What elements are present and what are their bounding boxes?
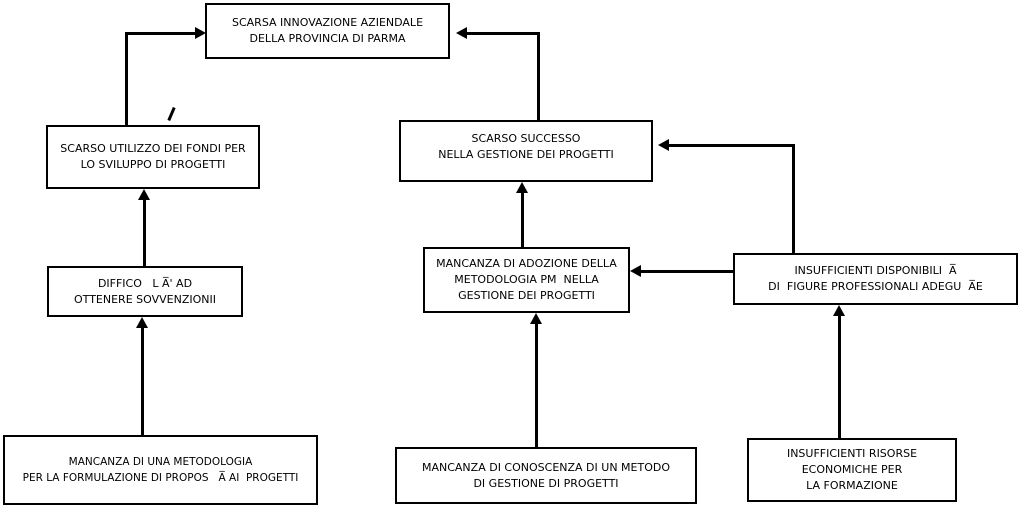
arrow-conoscenza-to-adozione-segment — [535, 320, 538, 447]
node-mancanza-conoscenza-metodo: MANCANZA DI CONOSCENZA DI UN METODO DI G… — [395, 447, 697, 504]
node-mancanza-metodologia-proposte: MANCANZA DI UNA METODOLOGIA PER LA FORMU… — [3, 435, 318, 505]
arrow-utilizzo-to-innovazione-segment — [125, 32, 196, 35]
arrow-difficolta-to-utilizzo-segment — [143, 196, 146, 266]
node-line: NELLA GESTIONE DEI PROGETTI — [438, 148, 614, 161]
arrow-proposte-to-difficolta-segment — [141, 324, 144, 435]
arrow-adozione-to-successo-head — [516, 182, 528, 193]
node-line: METODOLOGIA PM NELLA — [454, 273, 599, 286]
node-mancanza-adozione-pm: MANCANZA DI ADOZIONE DELLA METODOLOGIA P… — [423, 247, 630, 313]
arrow-successo-to-innovazione-segment — [467, 32, 540, 35]
arrow-disponibilita-to-successo-segment — [792, 144, 795, 253]
arrow-disponibilita-to-adozione-head — [630, 265, 641, 277]
arrow-utilizzo-to-innovazione-segment — [125, 32, 128, 125]
arrow-successo-to-innovazione-head — [456, 27, 467, 39]
node-line: SCARSO UTILIZZO DEI FONDI PER — [60, 142, 246, 155]
node-line: DELLA PROVINCIA DI PARMA — [249, 32, 406, 45]
node-line: OTTENERE SOVVENZIONII — [74, 292, 216, 306]
node-line: DIFFICO L A̅' AD — [97, 276, 193, 290]
arrow-proposte-to-difficolta-head — [136, 317, 148, 328]
node-line: MANCANZA DI ADOZIONE DELLA — [436, 257, 617, 270]
node-scarso-successo: SCARSO SUCCESSO NELLA GESTIONE DEI PROGE… — [399, 120, 653, 182]
arrow-disponibilita-to-adozione-segment — [641, 270, 733, 273]
node-line: MANCANZA DI CONOSCENZA DI UN METODO — [421, 460, 670, 474]
node-scarso-utilizzo-fondi: SCARSO UTILIZZO DEI FONDI PER LO SVILUPP… — [46, 125, 260, 189]
node-insufficienti-disponibilita: INSUFFICIENTI DISPONIBILI A̅ DI FIGURE P… — [733, 253, 1018, 305]
node-line: SCARSA INNOVAZIONE AZIENDALE — [231, 16, 424, 29]
node-line: INSUFFICIENTI DISPONIBILI A̅ — [794, 264, 957, 277]
node-line: GESTIONE DEI PROGETTI — [458, 289, 595, 302]
arrow-adozione-to-successo-segment — [521, 189, 524, 247]
stray-apostrophe-mark — [167, 106, 176, 122]
node-line: PER LA FORMULAZIONE DI PROPOS A̅ AI PROG… — [22, 472, 299, 484]
node-scarsa-innovazione: SCARSA INNOVAZIONE AZIENDALE DELLA PROVI… — [205, 3, 450, 59]
arrow-disponibilita-to-successo-head — [658, 139, 669, 151]
node-line: INSUFFICIENTI RISORSE — [786, 447, 918, 460]
node-line: LA FORMAZIONE — [806, 479, 898, 492]
node-line: LO SVILUPPO DI PROGETTI — [80, 158, 226, 171]
arrow-disponibilita-to-successo-segment — [669, 144, 795, 147]
arrow-difficolta-to-utilizzo-head — [138, 189, 150, 200]
node-line: SCARSO SUCCESSO — [471, 132, 581, 145]
arrow-utilizzo-to-innovazione-head — [195, 27, 206, 39]
arrow-conoscenza-to-adozione-head — [530, 313, 542, 324]
arrow-risorse-to-disponibilita-head — [833, 305, 845, 316]
arrow-successo-to-innovazione-segment — [537, 32, 540, 120]
node-insufficienti-risorse: INSUFFICIENTI RISORSE ECONOMICHE PER LA … — [747, 438, 957, 502]
node-line: MANCANZA DI UNA METODOLOGIA — [68, 456, 253, 468]
node-line: DI FIGURE PROFESSIONALI ADEGU A̅E — [768, 280, 983, 293]
node-line: ECONOMICHE PER — [801, 463, 903, 476]
node-difficolta-sovvenzioni: DIFFICO L A̅' AD OTTENERE SOVVENZIONII — [47, 266, 243, 317]
node-line: DI GESTIONE DI PROGETTI — [473, 476, 619, 490]
arrow-risorse-to-disponibilita-segment — [838, 312, 841, 438]
